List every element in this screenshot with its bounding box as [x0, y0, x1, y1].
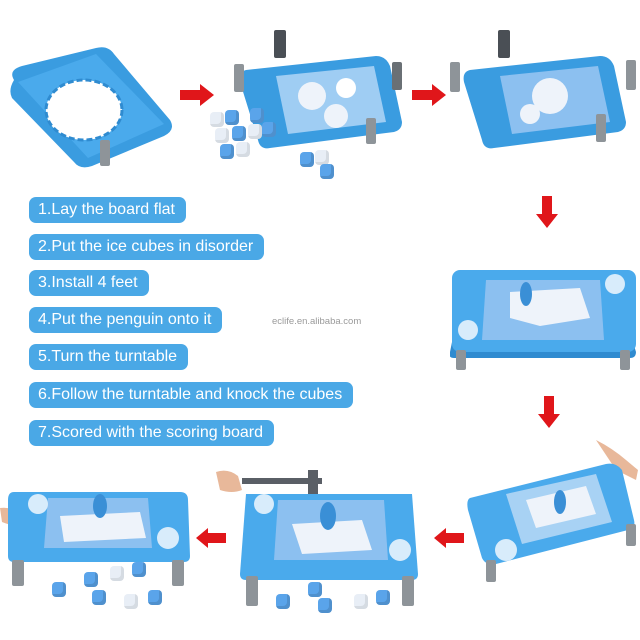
watermark: eclife.en.alibaba.com — [272, 316, 362, 327]
board-with-feet-image — [450, 30, 636, 149]
ice-cube — [110, 566, 124, 581]
ice-cube — [315, 150, 329, 165]
ice-cube — [210, 112, 224, 127]
instruction-step-3: 3.Install 4 feet — [29, 270, 149, 296]
ice-cube — [232, 126, 246, 141]
ice-cube — [248, 124, 262, 139]
ice-cube — [220, 144, 234, 159]
board-with-penguin-image — [450, 270, 636, 370]
instruction-step-6: 6.Follow the turntable and knock the cub… — [29, 382, 354, 408]
empty-board-image — [10, 47, 173, 168]
ice-cube — [262, 122, 276, 137]
board-cubes-disorder-image — [234, 30, 402, 149]
instruction-step-5: 5.Turn the turntable — [29, 344, 189, 370]
ice-cube — [320, 164, 334, 179]
ice-cube — [376, 590, 390, 605]
ice-cube — [318, 598, 332, 613]
ice-cube — [250, 108, 264, 123]
ice-cube — [148, 590, 162, 605]
ice-cube — [225, 110, 239, 125]
ice-cube — [52, 582, 66, 597]
arrow-right-icon — [412, 84, 446, 106]
ice-cube — [132, 562, 146, 577]
board-scoring-image — [0, 492, 190, 586]
ice-cube — [84, 572, 98, 587]
ice-cube — [236, 142, 250, 157]
board-turntable-image — [467, 440, 638, 582]
ice-cube — [354, 594, 368, 609]
ice-cube — [308, 582, 322, 597]
instruction-step-1: 1.Lay the board flat — [29, 197, 186, 223]
instruction-step-4: 4.Put the penguin onto it — [29, 307, 223, 333]
arrow-right-icon — [180, 84, 214, 106]
instruction-step-7: 7.Scored with the scoring board — [29, 420, 275, 446]
arrow-left-icon — [434, 528, 464, 548]
ice-cube — [276, 594, 290, 609]
instruction-step-2: 2.Put the ice cubes in disorder — [29, 234, 265, 260]
ice-cube — [215, 128, 229, 143]
ice-cube — [124, 594, 138, 609]
arrow-down-icon — [536, 196, 558, 228]
ice-cube — [300, 152, 314, 167]
arrow-left-icon — [196, 528, 226, 548]
ice-cube — [92, 590, 106, 605]
arrow-down-icon — [538, 396, 560, 428]
board-knock-cubes-image — [216, 470, 418, 606]
